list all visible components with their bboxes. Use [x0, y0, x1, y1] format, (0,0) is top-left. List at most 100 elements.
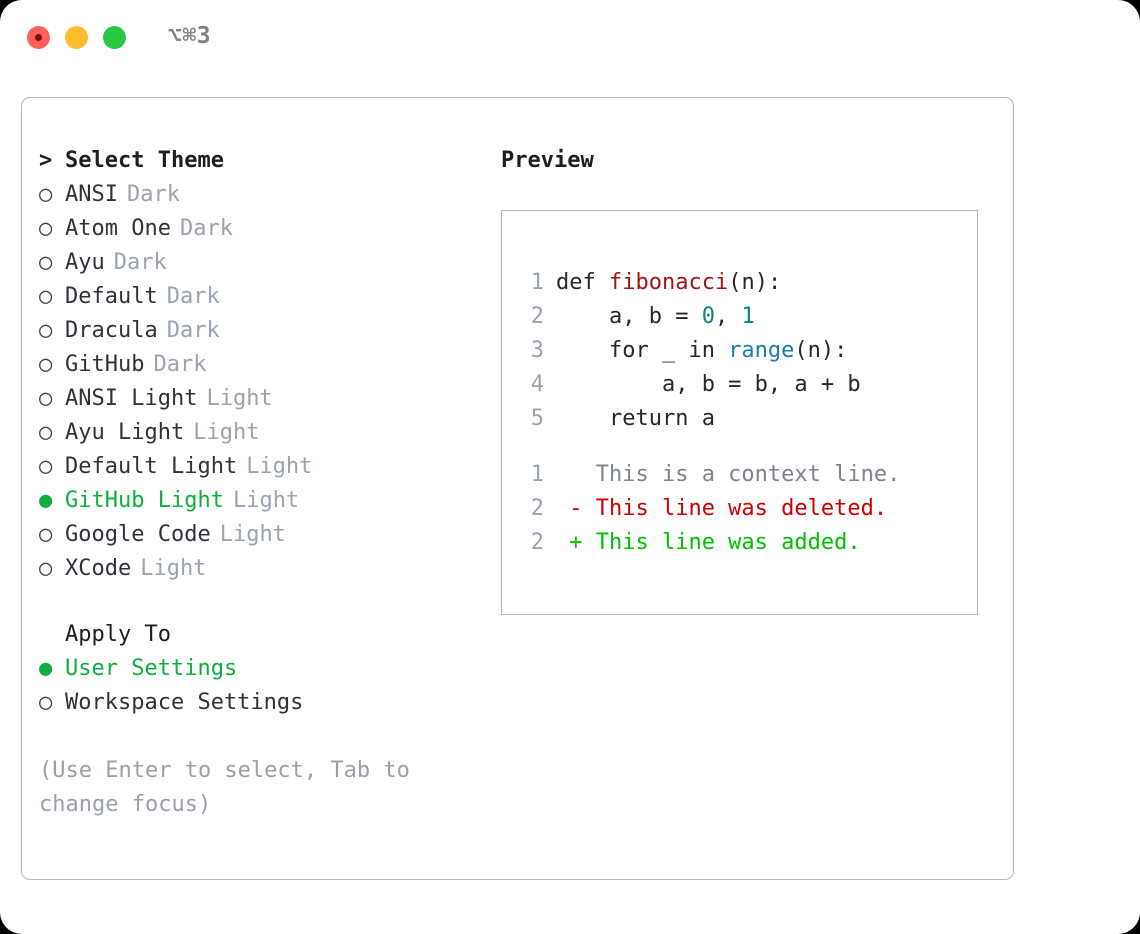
theme-variant-tag: Dark — [179, 216, 233, 241]
radio-unselected-icon: ○ — [39, 454, 53, 479]
code-line: 1 def fibonacci(n): — [520, 266, 861, 300]
preview-title: Preview — [501, 148, 594, 173]
code-line: 5 return a — [520, 402, 861, 436]
code-token-fn: fibonacci — [608, 270, 729, 295]
theme-option-label: Google Code — [65, 522, 211, 547]
theme-option-google-code[interactable]: ○ Google Code Light — [39, 522, 479, 556]
keyboard-shortcut-label: ⌥⌘3 — [168, 23, 212, 49]
code-token-num: 1 — [741, 304, 755, 329]
line-number: 3 — [530, 338, 544, 363]
theme-variant-tag: Light — [219, 522, 286, 547]
minimize-button[interactable] — [65, 26, 88, 49]
code-token-plain: (n): — [728, 270, 782, 295]
theme-option-label: GitHub — [65, 352, 145, 377]
code-token-plain: return a — [556, 406, 715, 431]
diff-line-text: - This line was deleted. — [556, 496, 888, 521]
theme-option-default-light[interactable]: ○ Default Light Light — [39, 454, 479, 488]
theme-variant-tag: Light — [206, 386, 273, 411]
radio-unselected-icon: ○ — [39, 522, 53, 547]
traffic-lights — [27, 26, 126, 49]
theme-option-label: ANSI — [65, 182, 118, 207]
line-number: 4 — [530, 372, 544, 397]
theme-option-label: Atom One — [65, 216, 171, 241]
line-number: 1 — [530, 462, 544, 487]
apply-to-heading: ○ Apply To — [39, 622, 479, 656]
theme-option-label: ANSI Light — [65, 386, 198, 411]
line-number: 1 — [530, 270, 544, 295]
theme-variant-tag: Dark — [153, 352, 207, 377]
diff-line-add: 2 + This line was added. — [520, 526, 900, 560]
theme-variant-tag: Light — [232, 488, 300, 513]
keyboard-hint-text: (Use Enter to select, Tab to change focu… — [39, 758, 410, 817]
radio-unselected-icon: ○ — [39, 216, 53, 241]
apply-to-option-list: ● User Settings ○Workspace Settings — [39, 656, 479, 724]
theme-option-github[interactable]: ○ GitHub Dark — [39, 352, 479, 386]
radio-unselected-icon: ○ — [39, 690, 53, 715]
code-line: 2 a, b = 0, 1 — [520, 300, 861, 334]
code-token-plain: a, b = — [556, 304, 702, 329]
line-number: 5 — [530, 406, 544, 431]
apply-to-option-workspace-settings[interactable]: ○Workspace Settings — [39, 690, 479, 724]
prompt-caret-icon: > — [39, 148, 53, 173]
radio-selected-icon: ● — [39, 656, 53, 681]
line-number: 2 — [530, 304, 544, 329]
code-token-builtin: range — [728, 338, 795, 363]
theme-variant-tag: Dark — [126, 182, 180, 207]
radio-selected-icon: ● — [39, 488, 53, 513]
apply-to-option-label: User Settings — [65, 656, 238, 681]
line-number: 2 — [530, 496, 544, 521]
code-token-plain: (n): — [794, 338, 848, 363]
theme-option-atom-one[interactable]: ○ Atom One Dark — [39, 216, 479, 250]
radio-unselected-icon: ○ — [39, 284, 53, 309]
code-token-num: 0 — [701, 304, 715, 329]
theme-variant-tag: Dark — [166, 318, 220, 343]
code-token-plain: a, b = b, a + b — [556, 372, 861, 397]
radio-unselected-icon: ○ — [39, 352, 53, 377]
diff-line-text: + This line was added. — [556, 530, 861, 555]
section-spacer — [39, 590, 479, 622]
line-number: 2 — [530, 530, 544, 555]
radio-unselected-icon: ○ — [39, 386, 53, 411]
radio-unselected-icon: ○ — [39, 420, 53, 445]
theme-option-label: XCode — [65, 556, 132, 581]
radio-unselected-icon: ○ — [39, 182, 53, 207]
theme-variant-tag: Light — [246, 454, 313, 479]
theme-option-label: Default — [65, 284, 158, 309]
theme-option-github-light[interactable]: ● GitHub Light Light — [39, 488, 479, 522]
theme-option-label: Default Light — [65, 454, 238, 479]
apply-to-title: Apply To — [65, 622, 171, 647]
diff-line-text: This is a context line. — [556, 462, 901, 487]
theme-option-ansi[interactable]: ○ ANSI Dark — [39, 182, 479, 216]
theme-option-label: GitHub Light — [65, 488, 224, 513]
code-token-plain: def — [556, 270, 609, 295]
code-line: 4 a, b = b, a + b — [520, 368, 861, 402]
spacer-icon: ○ — [39, 622, 65, 647]
radio-unselected-icon: ○ — [39, 250, 53, 275]
theme-variant-tag: Dark — [113, 250, 167, 275]
close-button[interactable] — [27, 26, 50, 49]
title-bar: ⌥⌘3 — [0, 0, 1140, 78]
diff-line-del: 2 - This line was deleted. — [520, 492, 900, 526]
apply-to-option-user-settings[interactable]: ● User Settings — [39, 656, 479, 690]
code-token-plain: , — [714, 304, 742, 329]
theme-option-label: Ayu Light — [65, 420, 185, 445]
select-theme-heading: > Select Theme — [39, 148, 479, 182]
theme-option-ansi-light[interactable]: ○ ANSI Light Light — [39, 386, 479, 420]
diff-sample: 1 This is a context line. 2 - This line w… — [520, 458, 901, 560]
code-line: 3 for _ in range(n): — [520, 334, 861, 368]
radio-unselected-icon: ○ — [39, 556, 53, 581]
zoom-button[interactable] — [103, 26, 126, 49]
radio-unselected-icon: ○ — [39, 318, 53, 343]
